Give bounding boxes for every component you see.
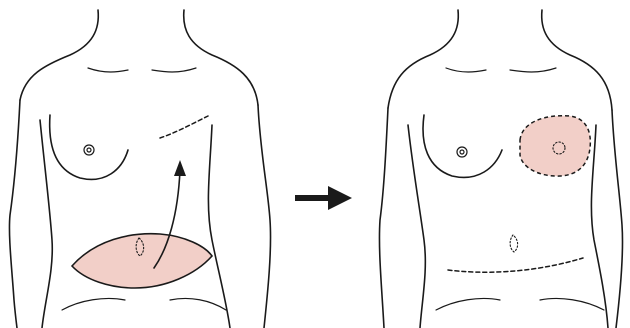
before-neck-left bbox=[20, 10, 98, 100]
before-left-arm bbox=[9, 100, 20, 328]
after-torso-right-side bbox=[591, 125, 608, 328]
after-groin-left bbox=[436, 298, 500, 310]
after-clavicle-right bbox=[510, 68, 556, 72]
donor-site-scar bbox=[448, 258, 583, 272]
before-torso-left-side bbox=[40, 120, 52, 328]
after-neck-left bbox=[388, 10, 458, 108]
after-right-arm bbox=[612, 110, 623, 328]
before-nipple-inner bbox=[87, 148, 91, 152]
after-groin-right bbox=[540, 298, 604, 310]
after-left-arm bbox=[379, 108, 388, 328]
before-panel bbox=[9, 10, 270, 328]
before-groin-right bbox=[170, 298, 226, 310]
reconstructed-breast bbox=[520, 116, 590, 176]
after-breast bbox=[423, 115, 502, 177]
after-nipple-inner bbox=[460, 150, 464, 154]
before-neck-right bbox=[184, 10, 258, 105]
before-torso-right-side bbox=[208, 125, 230, 328]
after-clavicle-left bbox=[446, 68, 486, 72]
before-clavicle-right bbox=[152, 68, 196, 72]
before-right-arm bbox=[258, 105, 271, 328]
before-breast bbox=[50, 115, 128, 179]
after-neck-right bbox=[542, 10, 612, 110]
after-torso-left-side bbox=[408, 125, 425, 328]
before-groin-left bbox=[62, 298, 125, 310]
after-nipple-outer bbox=[457, 147, 467, 157]
after-panel bbox=[379, 10, 622, 328]
after-umbilicus bbox=[510, 235, 518, 252]
right-arrow-icon bbox=[295, 186, 352, 210]
mastectomy-scar bbox=[160, 116, 208, 138]
flap-transfer-arrowhead-icon bbox=[174, 160, 186, 176]
before-clavicle-left bbox=[88, 68, 128, 72]
before-nipple-outer bbox=[84, 145, 94, 155]
